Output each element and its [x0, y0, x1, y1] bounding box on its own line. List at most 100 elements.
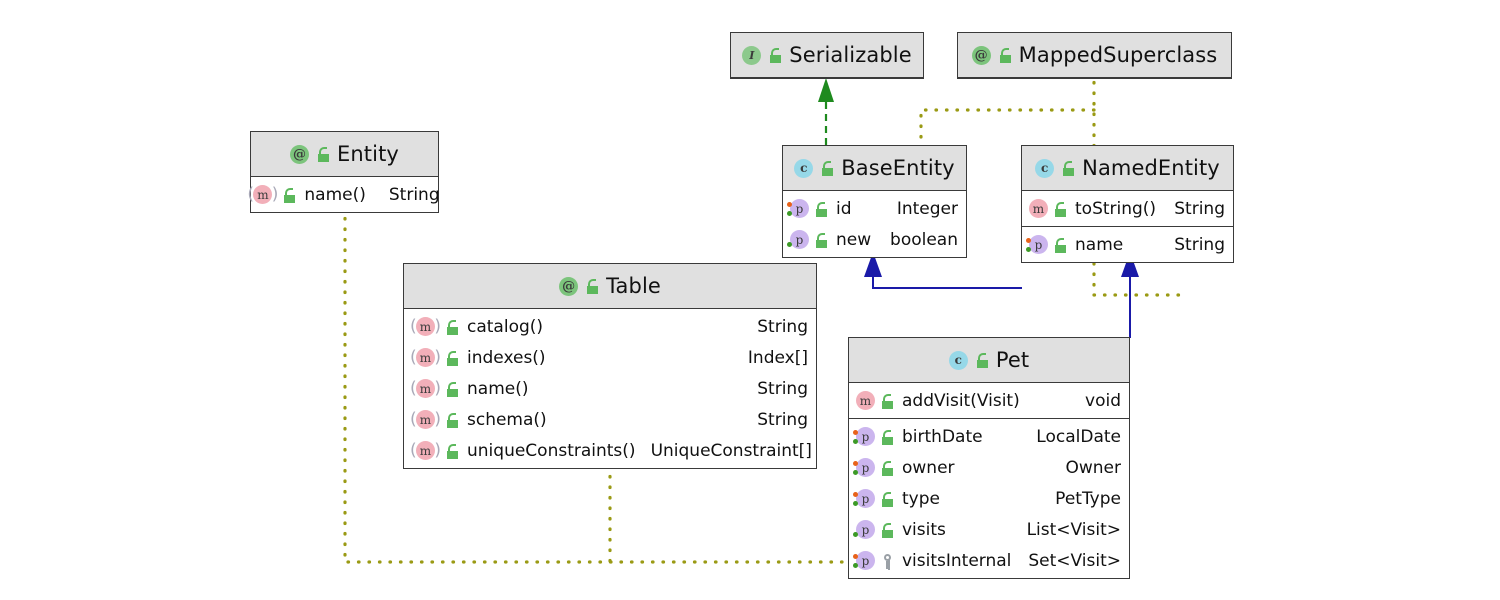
member-row[interactable]: m indexes() Index[]: [404, 342, 816, 373]
annotation-link-mappedsuperclass: [919, 70, 1096, 150]
getter-dot: [853, 492, 858, 497]
member-row[interactable]: p new boolean: [783, 224, 966, 255]
class-header-entity: @ Entity: [251, 132, 438, 177]
member-row[interactable]: p visitsInternal Set<Visit>: [849, 545, 1129, 576]
class-box-pet[interactable]: c Pet m addVisit(Visit) void p birthDat: [848, 337, 1130, 579]
public-lock-icon: [585, 278, 599, 294]
public-lock-icon: [1053, 201, 1067, 217]
member-type: String: [388, 184, 440, 205]
abstract-method-icon: m: [411, 410, 440, 429]
class-name-serializable: Serializable: [789, 43, 912, 67]
class-header-baseentity: c BaseEntity: [783, 146, 966, 191]
class-icon: c: [794, 158, 814, 178]
member-name: visits: [902, 519, 946, 540]
class-name-namedentity: NamedEntity: [1082, 156, 1220, 180]
setter-dot: [853, 532, 858, 537]
public-lock-icon: [445, 319, 459, 335]
private-key-icon: [880, 553, 894, 569]
setter-dot: [853, 470, 858, 475]
member-section-properties: p name String: [1022, 226, 1233, 262]
member-row[interactable]: p type PetType: [849, 483, 1129, 514]
member-row[interactable]: p visits List<Visit>: [849, 514, 1129, 545]
member-row[interactable]: m addVisit(Visit) void: [849, 385, 1129, 416]
member-type: PetType: [1055, 488, 1121, 509]
member-section-properties: p id Integer p new boolean: [783, 191, 966, 257]
member-row[interactable]: p id Integer: [783, 193, 966, 224]
setter-dot: [853, 563, 858, 568]
public-lock-icon: [880, 522, 894, 538]
member-type: String: [1174, 234, 1225, 255]
member-type: Index[]: [747, 347, 808, 368]
property-icon: p: [853, 458, 875, 477]
setter-dot: [787, 242, 792, 247]
method-icon: m: [856, 391, 875, 410]
member-type: LocalDate: [1036, 426, 1121, 447]
class-name-entity: Entity: [337, 142, 399, 166]
property-icon: p: [1026, 235, 1048, 254]
member-name: toString(): [1075, 198, 1157, 219]
member-type: String: [1174, 198, 1225, 219]
property-icon: p: [787, 230, 809, 249]
getter-dot: [853, 461, 858, 466]
member-name: name(): [467, 378, 529, 399]
member-row[interactable]: m uniqueConstraints() UniqueConstraint[]: [404, 435, 816, 466]
annotation-icon: @: [290, 144, 310, 164]
member-section-properties: p birthDate LocalDate p owner Owner: [849, 418, 1129, 578]
class-header-pet: c Pet: [849, 338, 1129, 383]
public-lock-icon: [814, 201, 828, 217]
abstract-method-icon: m: [411, 348, 440, 367]
class-box-table[interactable]: @ Table m catalog() String m indexes() I…: [403, 263, 817, 469]
class-box-entity[interactable]: @ Entity m name() String: [248, 131, 440, 213]
getter-dot: [787, 202, 792, 207]
member-type: UniqueConstraint[]: [650, 440, 812, 461]
interface-icon: I: [742, 45, 762, 65]
public-lock-icon: [880, 393, 894, 409]
public-lock-icon: [814, 232, 828, 248]
getter-dot: [853, 554, 858, 559]
member-row[interactable]: m toString() String: [1022, 193, 1233, 224]
class-box-mappedsuperclass[interactable]: @ MappedSuperclass: [957, 32, 1232, 79]
inheritance-pet-namedentity: [1121, 252, 1139, 338]
member-row[interactable]: m name() String: [404, 373, 816, 404]
member-type: Integer: [896, 198, 958, 219]
member-name: new: [836, 229, 872, 250]
member-row[interactable]: m schema() String: [404, 404, 816, 435]
member-row[interactable]: p birthDate LocalDate: [849, 421, 1129, 452]
public-lock-icon: [282, 187, 296, 203]
public-lock-icon: [445, 412, 459, 428]
member-name: birthDate: [902, 426, 983, 447]
class-icon: c: [948, 350, 968, 370]
member-type: List<Visit>: [1026, 519, 1121, 540]
member-name: uniqueConstraints(): [467, 440, 636, 461]
member-name: type: [902, 488, 940, 509]
class-header-table: @ Table: [404, 264, 816, 309]
abstract-method-icon: m: [411, 379, 440, 398]
annotation-icon: @: [559, 276, 579, 296]
public-lock-icon: [316, 146, 330, 162]
class-box-baseentity[interactable]: c BaseEntity p id Integer p: [782, 145, 967, 258]
class-box-serializable[interactable]: I Serializable: [730, 32, 924, 79]
member-name: schema(): [467, 409, 547, 430]
public-lock-icon: [975, 352, 989, 368]
class-box-namedentity[interactable]: c NamedEntity m toString() String p nam: [1021, 145, 1234, 263]
member-row[interactable]: p owner Owner: [849, 452, 1129, 483]
public-lock-icon: [445, 350, 459, 366]
public-lock-icon: [1053, 237, 1067, 253]
public-lock-icon: [880, 460, 894, 476]
class-name-mappedsuperclass: MappedSuperclass: [1018, 43, 1218, 67]
setter-dot: [787, 211, 792, 216]
property-icon: p: [853, 489, 875, 508]
public-lock-icon: [768, 47, 782, 63]
public-lock-icon: [820, 160, 834, 176]
member-row[interactable]: m name() String: [248, 179, 440, 210]
member-row[interactable]: m catalog() String: [404, 311, 816, 342]
abstract-method-icon: m: [248, 185, 277, 204]
class-header-serializable: I Serializable: [731, 33, 923, 78]
abstract-method-icon: m: [411, 317, 440, 336]
annotation-icon: @: [971, 45, 991, 65]
getter-dot: [1026, 238, 1031, 243]
member-row[interactable]: p name String: [1022, 229, 1233, 260]
property-icon: p: [787, 199, 809, 218]
setter-dot: [1026, 247, 1031, 252]
